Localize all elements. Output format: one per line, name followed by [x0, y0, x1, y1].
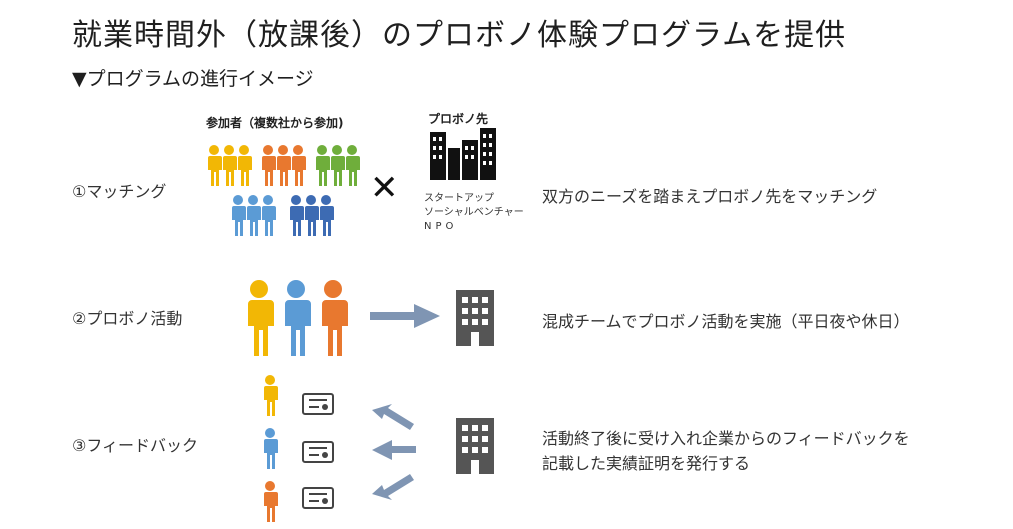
person-icon	[248, 280, 274, 356]
person-icon	[264, 375, 278, 416]
certificate-icon	[302, 393, 334, 415]
probono-label: プロボノ先	[428, 112, 489, 126]
page-title: 就業時間外（放課後）のプロボノ体験プログラムを提供	[72, 18, 847, 53]
arrow-icon	[372, 440, 416, 460]
probono-type-npo: NPO	[424, 221, 458, 232]
person-icon	[322, 280, 348, 356]
person-icon	[232, 195, 276, 236]
step-label-feedback: ③フィードバック	[72, 436, 199, 455]
building-icon	[456, 290, 494, 346]
probono-type-social-venture: ソーシャルベンチャー	[424, 207, 524, 218]
step-label-probono-activity: ②プロボノ活動	[72, 309, 183, 328]
step-label-matching: ①マッチング	[72, 182, 167, 201]
cityscape-icon	[430, 128, 496, 180]
person-icon	[208, 145, 252, 186]
arrow-icon	[370, 304, 440, 328]
cross-symbol: ✕	[370, 168, 399, 208]
person-icon	[264, 481, 278, 522]
step-desc-feedback-line1: 活動終了後に受け入れ企業からのフィードバックを	[542, 429, 910, 448]
program-subtitle: ▼プログラムの進行イメージ	[72, 68, 314, 90]
person-icon	[316, 145, 360, 186]
person-icon	[262, 145, 306, 186]
probono-type-startup: スタートアップ	[424, 193, 494, 204]
step-desc-feedback-line2: 記載した実績証明を発行する	[542, 454, 751, 473]
arrow-icon	[372, 474, 414, 500]
step-desc-matching: 双方のニーズを踏まえプロボノ先をマッチング	[542, 187, 878, 206]
person-icon	[290, 195, 334, 236]
step-desc-probono-activity: 混成チームでプロボノ活動を実施（平日夜や休日）	[542, 312, 910, 331]
team-group	[248, 280, 348, 356]
participants-group	[208, 145, 360, 236]
arrow-icon	[372, 404, 414, 430]
certificate-icon	[302, 441, 334, 463]
person-icon	[264, 428, 278, 469]
participants-label: 参加者（複数社から参加)	[206, 116, 344, 130]
building-icon	[456, 418, 494, 474]
certificate-icon	[302, 487, 334, 509]
person-icon	[285, 280, 311, 356]
